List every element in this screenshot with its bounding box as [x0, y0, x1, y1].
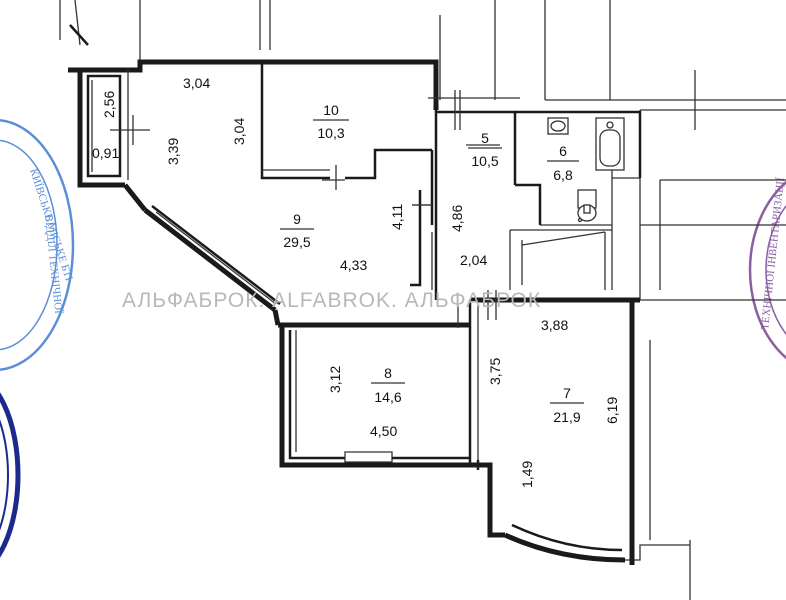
seal-stamp-left-dark — [0, 392, 21, 558]
interior-walls — [260, 62, 642, 470]
dim-room7-left: 3,75 — [487, 358, 503, 385]
dim-room7-top: 3,88 — [541, 317, 568, 333]
room-9-label: 9 29,5 — [280, 211, 314, 250]
room-7-label: 7 21,9 — [550, 385, 584, 425]
room-6-area: 6,8 — [553, 167, 573, 183]
room-9-area: 29,5 — [283, 234, 310, 250]
dim-balcony-length: 2,56 — [101, 91, 117, 118]
apartment-walls — [68, 59, 690, 565]
room-5-number: 5 — [481, 130, 489, 146]
bath-fixtures — [547, 117, 625, 223]
dim-room9-right: 4,11 — [389, 204, 405, 230]
dim-corridor: 2,04 — [460, 252, 487, 268]
context-walls — [59, 0, 786, 600]
room-9-number: 9 — [293, 211, 301, 227]
seal-stamp-left-blue: КИЇВСЬКЕ МІСЬКЕ БТІ ВІДДІЛ ТЕХНІЧНОЇ — [0, 119, 75, 371]
dim-balcony-width: 0,91 — [92, 145, 119, 161]
dim-room7-lower: 1,49 — [519, 461, 535, 488]
dim-room9-inner: 3,04 — [231, 118, 247, 145]
dimension-labels: 2,56 0,91 3,04 3,39 3,04 4,11 4,33 4,86 … — [92, 75, 620, 488]
dim-room5-height: 4,86 — [449, 205, 465, 232]
seal-stamp-right-purple: ТЕХНІЧНОЇ ІНВЕНТАРИЗАЦІЇ — [748, 177, 786, 360]
room-6-label: 6 6,8 — [547, 143, 579, 183]
watermark: АЛЬФАБРОК. ALFABROK. АЛЬФАБРОК — [122, 289, 541, 312]
room-8-label: 8 14,6 — [371, 365, 405, 405]
dim-room8-bottom: 4,50 — [370, 423, 397, 439]
dim-room9-left: 3,39 — [165, 138, 181, 165]
room-7-number: 7 — [563, 385, 571, 401]
svg-text:ТЕХНІЧНОЇ ІНВЕНТАРИЗАЦІЇ: ТЕХНІЧНОЇ ІНВЕНТАРИЗАЦІЇ — [759, 177, 786, 331]
room-5-label: 5 10,5 — [468, 130, 502, 169]
room-8-number: 8 — [384, 365, 392, 381]
room-5-area: 10,5 — [471, 153, 498, 169]
room-8-area: 14,6 — [374, 389, 401, 405]
dim-room9-top: 3,04 — [183, 75, 210, 91]
room-10-area: 10,3 — [317, 125, 344, 141]
dim-room9-bottom: 4,33 — [340, 257, 367, 273]
dim-room8-left: 3,12 — [327, 366, 343, 393]
room-10-number: 10 — [323, 102, 339, 118]
room-10-label: 10 10,3 — [313, 102, 349, 141]
dim-room7-right: 6,19 — [604, 397, 620, 424]
room-7-area: 21,9 — [553, 409, 580, 425]
room-6-number: 6 — [559, 143, 567, 159]
dimension-ticks — [110, 115, 500, 206]
